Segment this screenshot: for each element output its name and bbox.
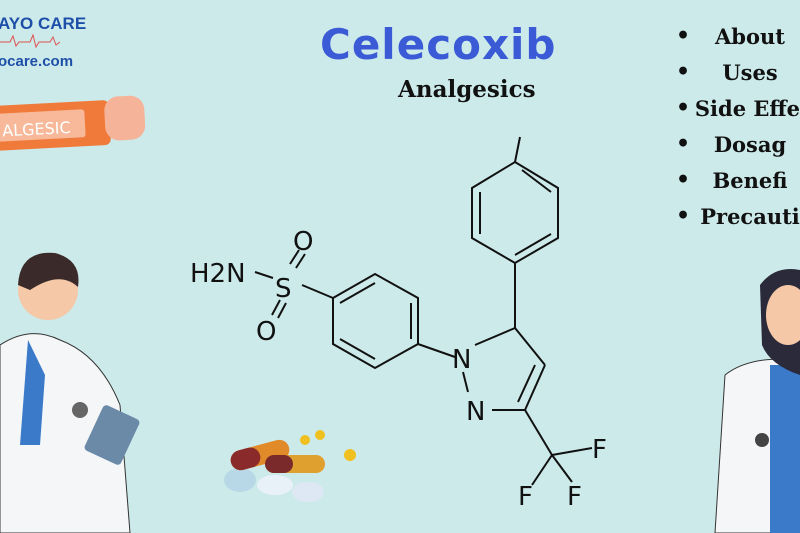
list-item-label: Uses: [722, 59, 778, 85]
analgesic-tube-illustration: ALGESIC: [0, 95, 146, 151]
female-doctor-illustration: [714, 269, 800, 533]
oxygen-label: O: [256, 317, 276, 347]
fluorine-label: F: [518, 482, 533, 512]
pills-illustration: [224, 430, 356, 502]
nitrogen-label: N: [452, 345, 471, 375]
male-doctor-illustration: [0, 252, 140, 533]
oxygen-label: O: [293, 227, 313, 257]
list-item-label: Dosag: [713, 131, 787, 157]
topic-list: •About •Uses •Side Effe •Dosag •Benefi •…: [676, 18, 800, 234]
list-item-about[interactable]: •About: [676, 18, 800, 54]
list-item-uses[interactable]: •Uses: [676, 54, 800, 90]
logo-brand: AYO CARE: [0, 14, 87, 33]
list-item-benefits[interactable]: •Benefi: [676, 162, 800, 198]
logo-url: ocare.com: [0, 53, 74, 70]
sulfur-label: S: [275, 274, 292, 304]
heartbeat-icon: [0, 34, 60, 48]
page-title: Celecoxib: [320, 20, 557, 69]
list-item-label: Benefi: [712, 167, 788, 193]
page-subtitle: Analgesics: [398, 76, 536, 103]
list-item-label: Side Effe: [694, 95, 800, 121]
fluorine-label: F: [567, 482, 582, 512]
list-item-precautions[interactable]: •Precauti: [676, 203, 800, 229]
list-item-side-effects[interactable]: •Side Effe: [676, 95, 800, 121]
list-item-label: About: [715, 23, 785, 49]
tube-label: ALGESIC: [2, 118, 71, 141]
list-item-label: Precauti: [700, 203, 800, 229]
fluorine-label: F: [592, 435, 607, 465]
amine-label: H2N: [190, 259, 246, 289]
list-item-dosage[interactable]: •Dosag: [676, 126, 800, 162]
nitrogen-label: N: [466, 397, 485, 427]
